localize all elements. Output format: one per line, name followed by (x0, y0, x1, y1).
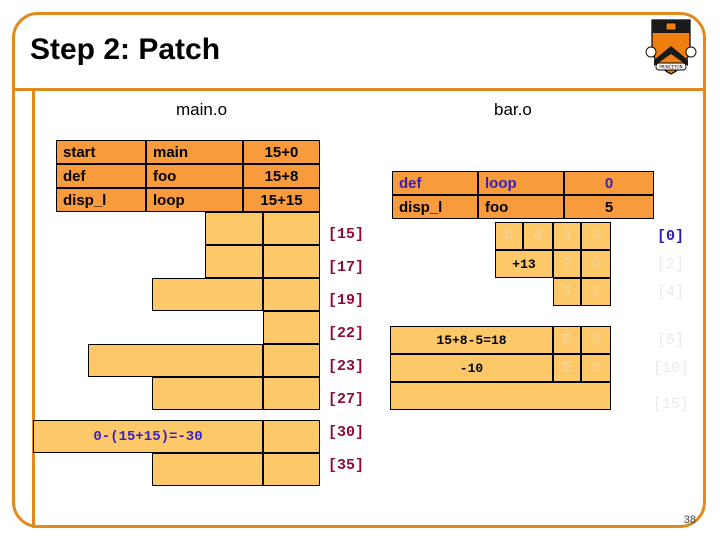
bar-hex-r3-c: E (553, 326, 581, 354)
main-object-label: main.o (176, 100, 228, 119)
princeton-shield-icon: PRINCETON (645, 19, 697, 75)
main-row0-col2: main (146, 140, 243, 164)
main-body-r0-c2 (263, 212, 320, 245)
bar-hex-r1-c: 7 (553, 250, 581, 278)
main-row1-col3: 15+8 (243, 164, 320, 188)
bar-row1-col2: foo (478, 195, 564, 219)
main-row2-col2: loop (146, 188, 243, 212)
main-offset-3: [22] (328, 325, 365, 342)
main-body-r0-c1 (205, 212, 263, 245)
bar-hex-r0-c: 3 (553, 222, 581, 250)
main-body-r7-c1 (152, 453, 263, 486)
bar-annotation-2: -10 (390, 354, 553, 382)
main-offset-6: [30] (328, 424, 365, 441)
svg-text:PRINCETON: PRINCETON (659, 65, 682, 70)
bar-row0-col2: loop (478, 171, 564, 195)
main-annotation-cell: 0-(15+15)=-30 (33, 420, 263, 453)
main-body-r1-c1 (205, 245, 263, 278)
main-row2-col1: disp_l (56, 188, 146, 212)
main-offset-4: [23] (328, 358, 365, 375)
main-body-r5-c1 (152, 377, 263, 410)
bar-offset-2: [4] (657, 284, 685, 301)
main-body-r4-c1 (88, 344, 263, 377)
bar-hex-r4-c: E (553, 354, 581, 382)
title-divider (15, 88, 706, 91)
bar-row0-col3: 0 (564, 171, 654, 195)
main-offset-0: [15] (328, 226, 365, 243)
left-accent-rule (32, 88, 35, 528)
bar-hex-r2-c: 5 (553, 278, 581, 306)
main-row0-col3: 15+0 (243, 140, 320, 164)
bar-hex-r4-d: 9 (581, 354, 611, 382)
main-body-r1-c2 (263, 245, 320, 278)
main-body-r7-c2 (263, 453, 320, 486)
main-row0-col1: start (56, 140, 146, 164)
bar-object-label: bar.o (494, 100, 532, 119)
page-title: Step 2: Patch (30, 33, 221, 66)
bar-offset-3: [5] (657, 332, 685, 349)
main-body-r4-c2 (263, 344, 320, 377)
bar-body-r5 (390, 382, 611, 410)
bar-annotation-1: 15+8-5=18 (390, 326, 553, 354)
bar-offset-1: [2] (657, 256, 685, 273)
bar-hex-r3-d: 8 (581, 326, 611, 354)
bar-patch-cell: +13 (495, 250, 553, 278)
main-offset-1: [17] (328, 259, 365, 276)
main-body-r2-c2 (263, 278, 320, 311)
main-row1-col1: def (56, 164, 146, 188)
main-body-r3-c2 (263, 311, 320, 344)
bar-hex-r0-a: D (495, 222, 523, 250)
main-body-r6-c2 (263, 420, 320, 453)
bar-hex-r2-d: 2 (581, 278, 611, 306)
bar-offset-4: [10] (653, 360, 690, 377)
bar-hex-r0-d: 9 (581, 222, 611, 250)
slide-page-number: 38 (683, 514, 696, 526)
main-offset-5: [27] (328, 391, 365, 408)
bar-offset-5: [15] (653, 396, 690, 413)
main-row1-col2: foo (146, 164, 243, 188)
bar-row1-col1: disp_l (392, 195, 478, 219)
bar-offset-0: [0] (657, 228, 685, 245)
bar-row0-col1: def (392, 171, 478, 195)
bar-row1-col3: 5 (564, 195, 654, 219)
bar-hex-r0-b: 0 (523, 222, 553, 250)
main-body-r5-c2 (263, 377, 320, 410)
main-offset-7: [35] (328, 457, 365, 474)
main-row2-col3: 15+15 (243, 188, 320, 212)
main-offset-2: [19] (328, 292, 365, 309)
main-body-r2-c1 (152, 278, 263, 311)
bar-hex-r1-d: D (581, 250, 611, 278)
